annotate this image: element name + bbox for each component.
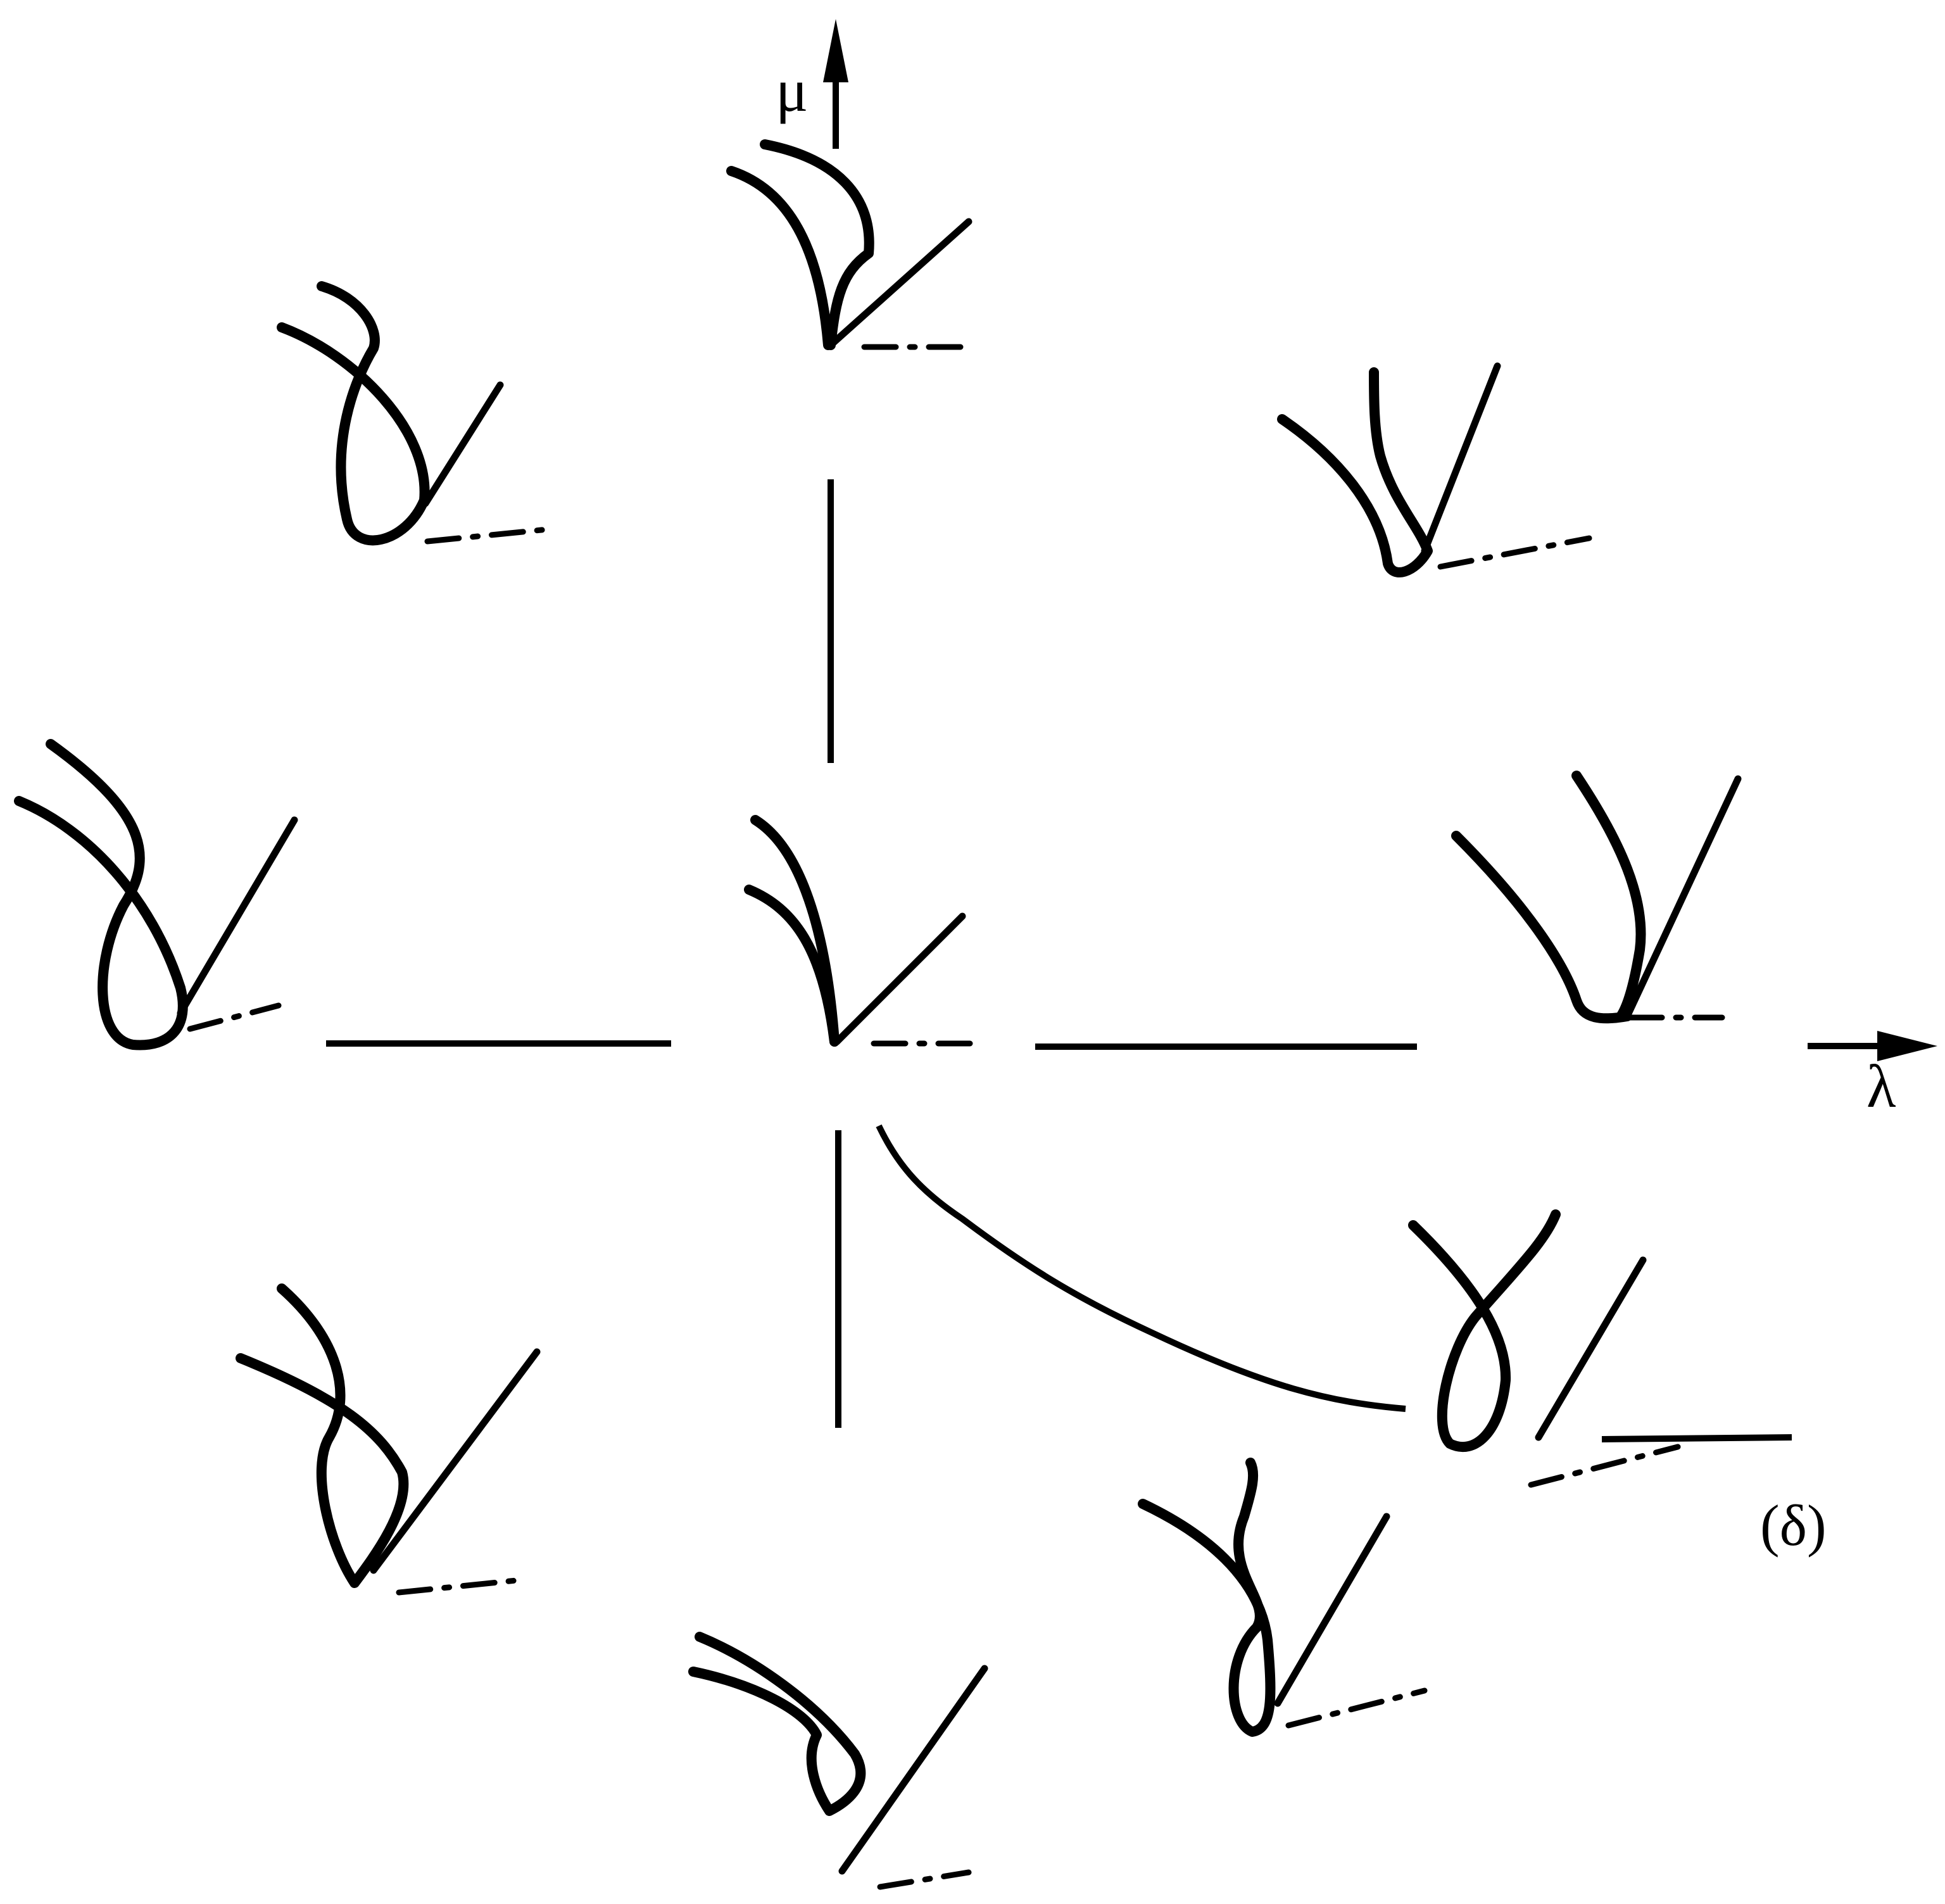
glyph-lower-right-inner: [1138, 1458, 1428, 1737]
glyph-delta: [1408, 1209, 1681, 1488]
glyph-top-curve-inner: [760, 139, 874, 350]
lambda-axis-label: λ: [1866, 1052, 1896, 1120]
glyph-left-line: [177, 816, 298, 1017]
glyph-lower-left-dash: [396, 1577, 526, 1596]
glyph-delta-curve-a: [1408, 1209, 1561, 1452]
glyph-upper-right-dash: [1437, 535, 1592, 570]
glyph-upper-right: [1277, 362, 1592, 577]
glyph-lower-left-curve-outer: [236, 1283, 409, 1588]
glyph-lower-right-inner-dash: [1285, 1687, 1428, 1729]
glyph-upper-left: [277, 281, 557, 546]
glyph-upper-left-line: [422, 381, 504, 507]
glyph-right-curve-outer: [1451, 831, 1632, 1024]
boundary-delta: [1601, 1434, 1792, 1442]
glyph-upper-right-line: [1421, 362, 1501, 555]
delta-label: (δ): [1760, 1493, 1827, 1558]
axes: μ λ: [776, 19, 1937, 1120]
glyph-left: [14, 739, 298, 1050]
boundary-curve: [876, 1124, 1406, 1412]
glyph-lower-left-line: [370, 1348, 541, 1574]
glyph-center-curve-inner: [744, 885, 840, 1047]
glyph-left-curve-a: [14, 739, 188, 1050]
glyph-upper-left-dash: [424, 526, 557, 545]
glyph-bottom-dash: [877, 1869, 972, 1890]
glyph-top: [726, 139, 972, 350]
glyph-lower-left: [236, 1283, 541, 1596]
glyph-bottom-curve-outer: [688, 1632, 866, 1816]
boundary-lines: (δ): [326, 479, 1827, 1558]
mu-axis-label: μ: [776, 56, 808, 124]
glyph-center: [744, 815, 978, 1047]
glyph-bottom-line: [838, 1665, 988, 1875]
glyph-right-line: [1623, 775, 1742, 1020]
glyph-center-line: [833, 912, 966, 1045]
glyph-top-line: [827, 218, 972, 349]
mu-axis-arrowhead: [823, 19, 848, 82]
glyph-top-curve-outer: [726, 166, 833, 350]
glyph-upper-right-curve-a: [1277, 367, 1433, 577]
glyph-right-curve-inner: [1571, 771, 1646, 1021]
glyph-upper-left-curve-a: [277, 281, 430, 546]
glyph-left-dash: [187, 1002, 282, 1032]
lambda-axis-arrowhead: [1877, 1031, 1937, 1061]
glyph-lower-right-inner-curve-a: [1138, 1458, 1276, 1737]
glyph-delta-dash: [1528, 1444, 1681, 1488]
glyph-lower-right-inner-line: [1274, 1513, 1390, 1707]
glyph-bottom: [688, 1632, 988, 1890]
glyph-right: [1451, 771, 1742, 1024]
glyph-delta-line: [1535, 1256, 1647, 1441]
